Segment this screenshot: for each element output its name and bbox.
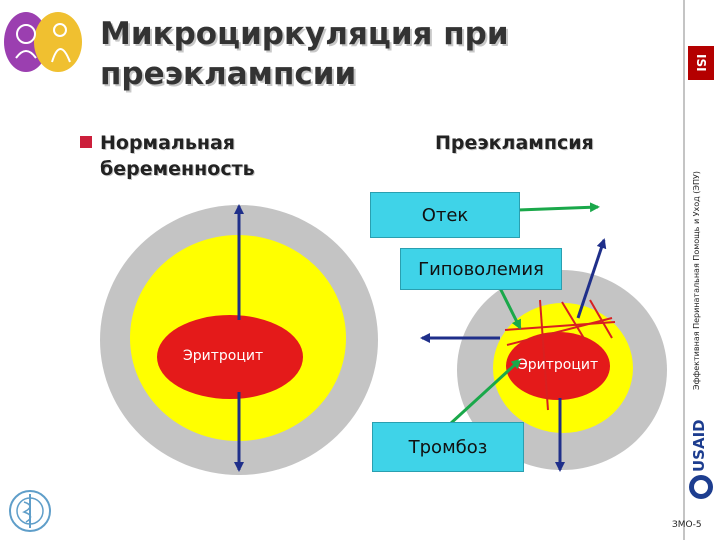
hypovolemia-arrow <box>498 287 522 330</box>
sidebar-caption: Эффективная Перинатальная Помощь и Уход … <box>692 171 701 390</box>
edema-arrow <box>517 202 600 213</box>
thrombus-lines <box>504 299 616 411</box>
thrombosis-arrow <box>448 358 522 426</box>
pre-arrow-upright <box>576 238 607 319</box>
title-line1: Микроциркуляция при <box>100 16 509 52</box>
pre-erythrocyte-label: Эритроцит <box>518 357 599 373</box>
title-line2: преэклампсии <box>100 56 357 92</box>
bullet-icon <box>80 136 92 148</box>
normal-erythrocyte-label: Эритроцит <box>183 348 264 364</box>
hypovolemia-box: Гиповолемия <box>400 248 562 290</box>
normal-heading-line2: беременность <box>100 158 255 180</box>
page-title: Микроциркуляция при преэклампсии <box>100 14 560 94</box>
normal-erythrocyte <box>157 315 303 399</box>
thrombosis-box: Тромбоз <box>372 422 524 472</box>
pre-erythrocyte <box>506 332 610 400</box>
slide-code: ЗМО-5 <box>672 520 702 530</box>
normal-heading-line1: Нормальная <box>100 132 235 154</box>
usaid-seal-icon <box>689 475 713 499</box>
maternal-logo <box>4 12 82 72</box>
isi-logo: ISI <box>688 46 714 80</box>
normal-pregnancy-heading: Нормальная беременность <box>80 130 255 182</box>
usaid-logo: USAID <box>690 419 708 472</box>
who-logo <box>9 490 51 532</box>
edema-box: Отек <box>370 192 520 238</box>
preeclampsia-heading: Преэклампсия <box>435 132 594 154</box>
